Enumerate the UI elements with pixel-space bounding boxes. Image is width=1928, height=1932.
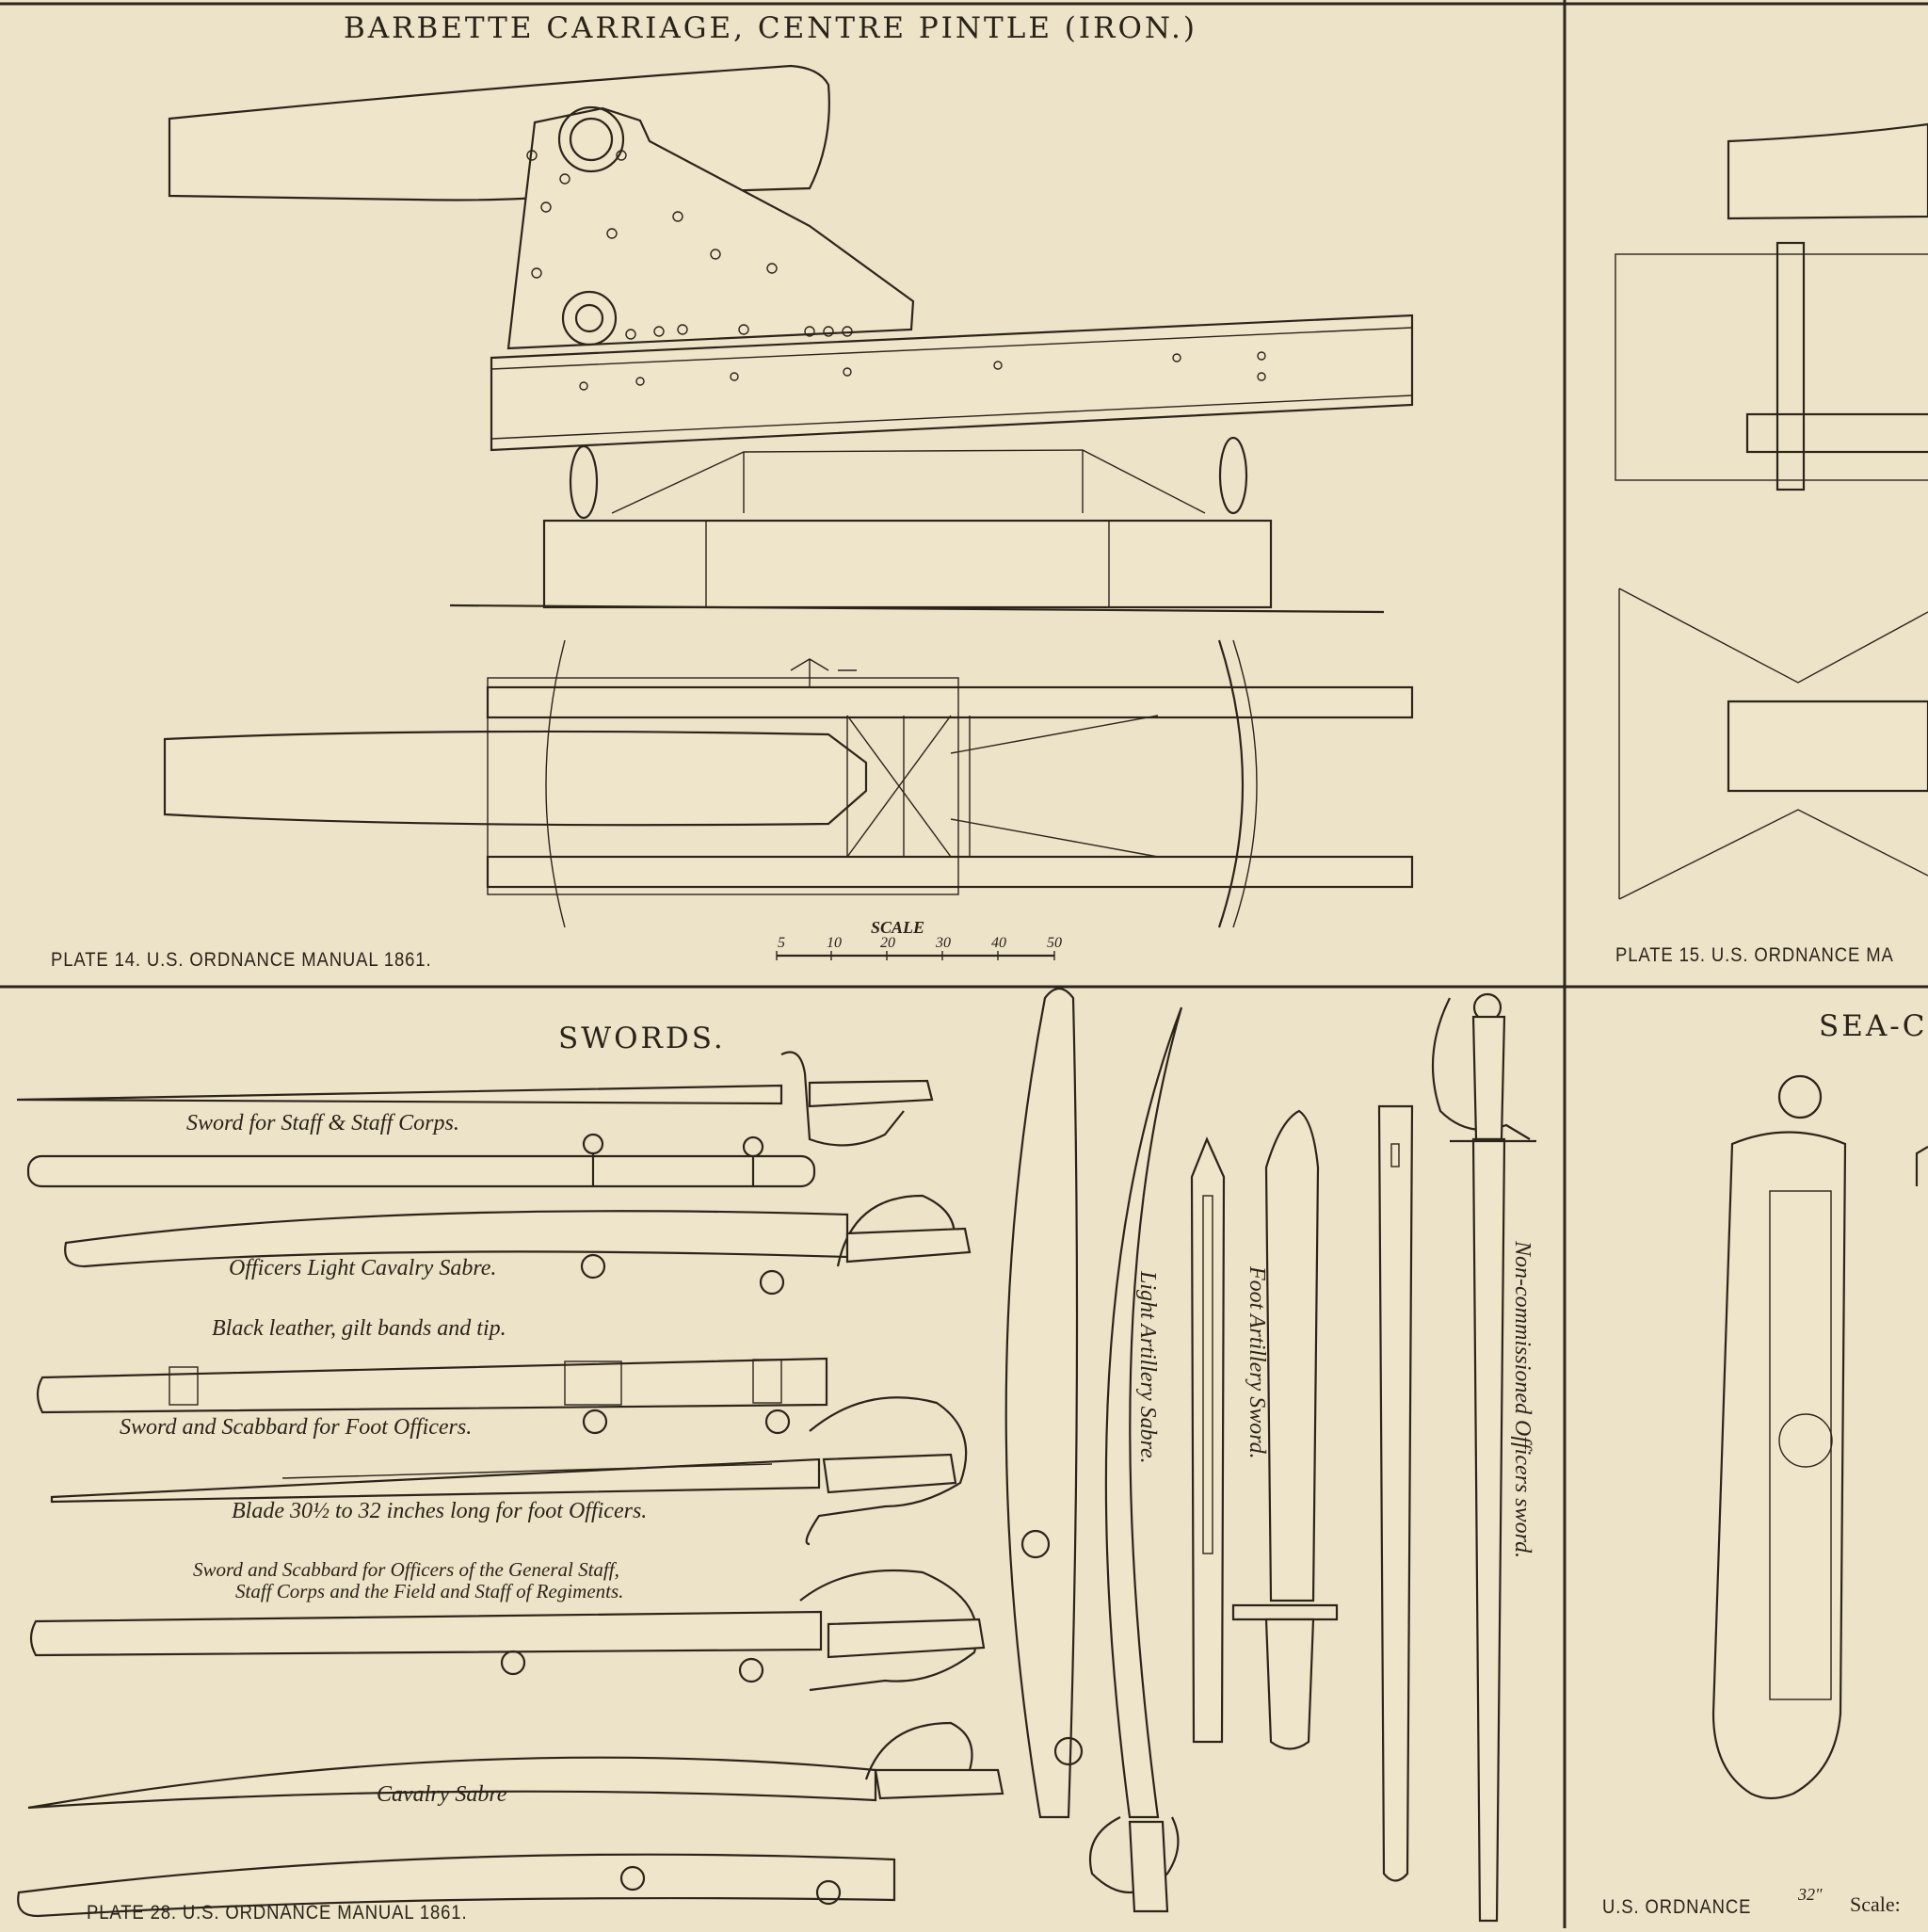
barbette-scale-bar — [776, 951, 1055, 960]
plate-14-caption: PLATE 14. U.S. ORDNANCE MANUAL 1861. — [51, 949, 432, 971]
caption-light-artillery: Light Artillery Sabre. — [1135, 1271, 1160, 1464]
caption-light-cavalry: Officers Light Cavalry Sabre. — [229, 1256, 497, 1280]
scale-tick: 50 — [1047, 935, 1062, 951]
caption-staff-sword: Sword for Staff & Staff Corps. — [186, 1111, 459, 1135]
swords-drawings — [16, 987, 1536, 1923]
caption-blade-length: Blade 30½ to 32 inches long for foot Off… — [232, 1499, 648, 1523]
caption-foot-artillery: Foot Artillery Sword. — [1245, 1266, 1269, 1459]
caption-cavalry-sabre: Cavalry Sabre — [377, 1782, 507, 1807]
caption-nco-sword: Non-commissioned Officers sword. — [1510, 1241, 1534, 1559]
barbette-title: BARBETTE CARRIAGE, CENTRE PINTLE (IRON.) — [344, 11, 1197, 45]
scale-tick: 20 — [880, 935, 895, 951]
scale-tick: 5 — [778, 935, 785, 951]
seacoast-scale-label: Scale: — [1850, 1892, 1901, 1916]
scale-tick: 30 — [936, 935, 951, 951]
seacoast-plate-caption: U.S. ORDNANCE — [1602, 1896, 1752, 1918]
barbette-elevation-drawing — [168, 64, 1414, 614]
plate-15-caption: PLATE 15. U.S. ORDNANCE MA — [1615, 944, 1894, 966]
plate15-drawings — [1615, 122, 1928, 900]
caption-general-staff-line2: Staff Corps and the Field and Staff of R… — [235, 1580, 624, 1602]
seacoast-dimension: 32" — [1798, 1885, 1823, 1904]
barbette-plan-drawing — [163, 639, 1414, 928]
scale-tick: 10 — [827, 935, 842, 951]
caption-general-staff-line1: Sword and Scabbard for Officers of the G… — [193, 1558, 619, 1581]
plate-28-caption: PLATE 28. U.S. ORDNANCE MANUAL 1861. — [87, 1902, 468, 1924]
seacoast-title: SEA-C — [1819, 1009, 1928, 1043]
caption-black-leather: Black leather, gilt bands and tip. — [212, 1316, 506, 1341]
caption-foot-officers: Sword and Scabbard for Foot Officers. — [120, 1415, 473, 1440]
scale-label: SCALE — [871, 918, 925, 937]
swords-title: SWORDS. — [558, 1022, 726, 1055]
seacoast-drawings — [1711, 1074, 1928, 1800]
scale-tick: 40 — [991, 935, 1006, 951]
